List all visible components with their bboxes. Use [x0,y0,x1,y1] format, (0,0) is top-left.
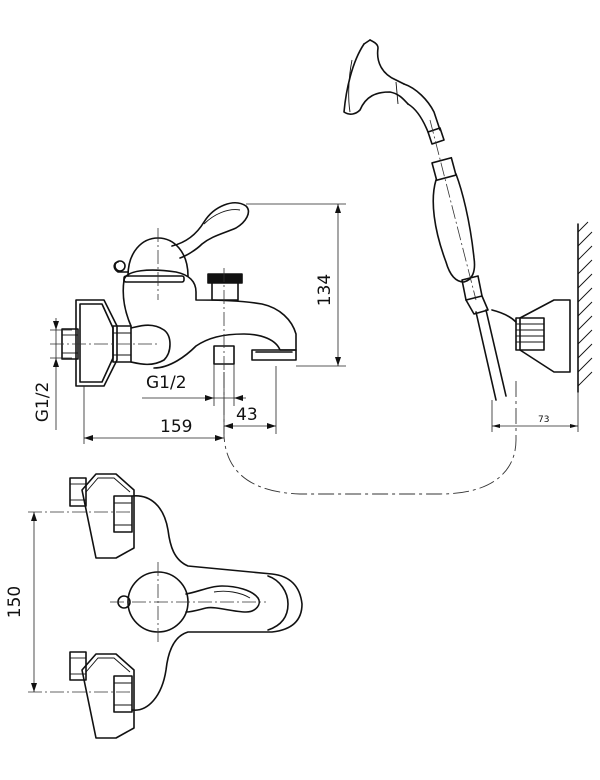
label-159: 159 [160,417,192,437]
dimension-73: 73 [491,392,579,432]
label-134: 134 [315,274,335,306]
dimension-159: 159 [83,386,224,444]
mixer-top-view [28,473,303,739]
wall-section [577,221,593,393]
label-g12-vertical: G1/2 [33,382,53,423]
shower-holder [491,299,571,373]
label-150: 150 [5,586,25,618]
shower-hose-path [223,372,517,495]
dimension-g12-vertical: G1/2 [33,318,72,430]
label-g12-horizontal: G1/2 [146,373,187,393]
label-73: 73 [538,415,549,425]
label-43: 43 [236,405,258,425]
dimension-g12-horizontal: G1/2 [142,364,246,406]
dimension-134: 134 [246,203,346,367]
mixer-side-view [50,202,297,387]
dimension-150: 150 [5,512,37,692]
dimension-43: 43 [223,366,277,434]
hand-shower [343,39,507,401]
